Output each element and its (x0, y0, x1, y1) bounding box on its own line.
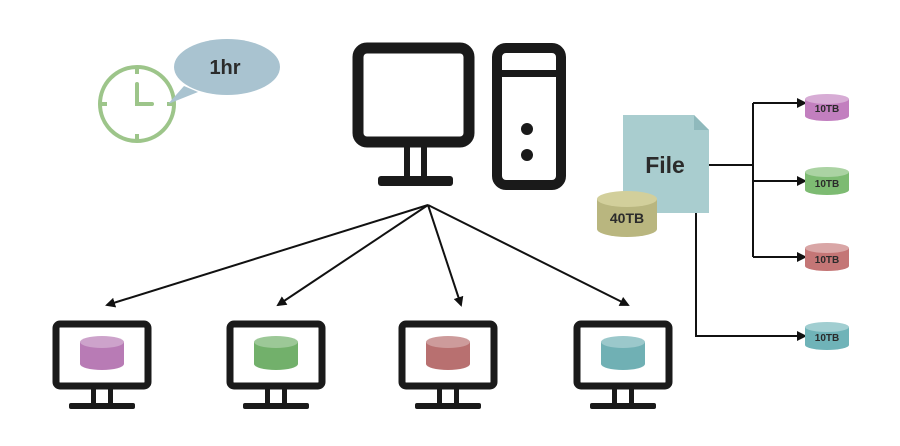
worker-disk-icon (254, 336, 298, 370)
target-disk-label: 10TB (815, 333, 839, 344)
worker-monitor-icon (573, 320, 673, 409)
worker-disk-icon (80, 336, 124, 370)
time-label: 1hr (209, 57, 240, 79)
distribution-arrows (105, 204, 630, 308)
file-label: File (645, 152, 685, 178)
target-disk-label: 10TB (815, 104, 839, 115)
source-disk-label: 40TB (610, 210, 644, 226)
time-bubble: 1hr (168, 39, 280, 104)
worker-monitor-icon (226, 320, 326, 409)
worker-monitor-icon (398, 320, 498, 409)
target-disk-icon: 10TB (805, 94, 849, 121)
target-disk-icon: 10TB (805, 322, 849, 350)
source-disk-icon: 40TB (597, 191, 657, 237)
target-disk-label: 10TB (815, 179, 839, 190)
file-icon: File (623, 115, 709, 213)
target-disk-icon: 10TB (805, 243, 849, 271)
file-split-lines (695, 98, 807, 341)
worker-monitor-icon (52, 320, 152, 409)
clock-icon (98, 65, 176, 143)
target-disk-icon: 10TB (805, 167, 849, 195)
worker-disk-icon (601, 336, 645, 370)
worker-disk-icon (426, 336, 470, 370)
main-computer-icon (352, 42, 566, 190)
target-disk-label: 10TB (815, 255, 839, 266)
